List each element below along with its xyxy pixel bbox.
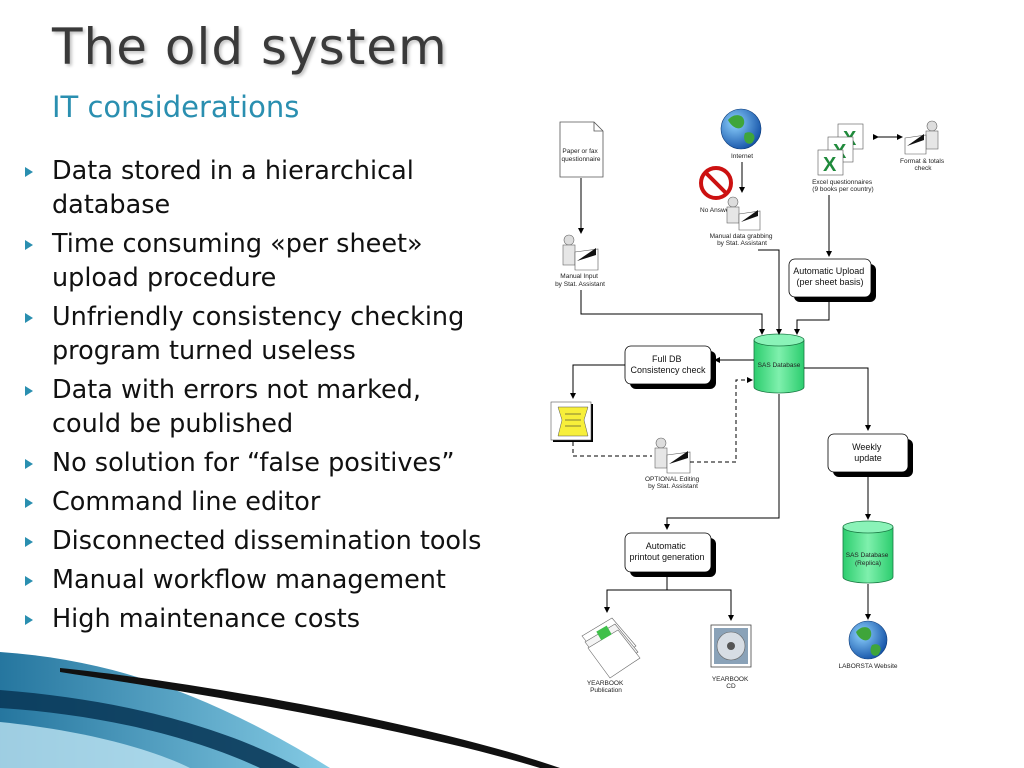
bullet-text: Unfriendly consistency checking bbox=[52, 302, 465, 332]
bullet-text: program turned useless bbox=[52, 336, 356, 366]
optional-editing-person-icon bbox=[654, 437, 691, 474]
optional-editing-label: OPTIONAL Editing by Stat. Assistant bbox=[645, 476, 701, 490]
bullet-item: No solution for “false positives” bbox=[20, 446, 540, 480]
automatic-upload-box bbox=[788, 258, 876, 302]
bullet-text: Disconnected dissemination tools bbox=[52, 526, 482, 556]
sas-replica-label: SAS Database (Replica) bbox=[846, 552, 890, 567]
slide-title: The old system bbox=[52, 18, 448, 76]
automatic-upload-label: Automatic Upload (per sheet basis) bbox=[793, 266, 867, 287]
bullet-text: Manual workflow management bbox=[52, 565, 446, 595]
yearbook-publication-label: YEARBOOK Publication bbox=[587, 680, 625, 694]
paper-questionnaire-label: Paper or fax questionnaire bbox=[561, 148, 600, 163]
automatic-printout-box bbox=[624, 532, 716, 577]
bullet-arrow-icon bbox=[25, 537, 33, 547]
manual-input-label: Manual Input by Stat. Assistant bbox=[555, 273, 605, 288]
format-totals-label: Format & totals check bbox=[900, 158, 946, 172]
bullet-text: High maintenance costs bbox=[52, 604, 361, 634]
sas-replica-cylinder bbox=[842, 520, 894, 584]
internet-label: Internet bbox=[731, 153, 753, 160]
manual-grabbing-label: Manual data grabbing by Stat. Assistant bbox=[710, 233, 775, 247]
excel-questionnaires-label: Excel questionnaires (9 books per countr… bbox=[812, 179, 874, 193]
bullet-arrow-icon bbox=[25, 240, 33, 250]
manual-input-person-icon bbox=[562, 234, 599, 271]
bullet-item: Disconnected dissemination tools bbox=[20, 524, 540, 558]
bullet-arrow-icon bbox=[25, 459, 33, 469]
paper-questionnaire-icon bbox=[559, 121, 604, 178]
sas-database-label: SAS Database bbox=[758, 362, 801, 369]
full-db-check-label: Full DB Consistency check bbox=[630, 354, 706, 375]
bullet-item: Data stored in a hierarchical database bbox=[20, 154, 540, 222]
bullet-item: Unfriendly consistency checking program t… bbox=[20, 300, 540, 368]
weekly-update-box bbox=[827, 433, 913, 477]
dashed-connectors bbox=[572, 377, 753, 463]
full-db-check-box bbox=[624, 345, 716, 389]
bullet-item: Manual workflow management bbox=[20, 563, 540, 597]
bullet-text: No solution for “false positives” bbox=[52, 448, 455, 478]
yearbook-cd-label: YEARBOOK CD bbox=[712, 676, 750, 690]
error-report-icon bbox=[550, 401, 593, 442]
bullet-arrow-icon bbox=[25, 576, 33, 586]
format-totals-person-icon bbox=[904, 120, 939, 155]
bullet-arrow-icon bbox=[25, 615, 33, 625]
laborsta-website-label: LABORSTA Website bbox=[838, 663, 897, 670]
bullet-arrow-icon bbox=[25, 386, 33, 396]
internet-globe-icon bbox=[720, 108, 762, 150]
bullet-arrow-icon bbox=[25, 313, 33, 323]
bullet-text: could be published bbox=[52, 409, 294, 439]
bullet-text: Data stored in a hierarchical bbox=[52, 156, 414, 186]
excel-questionnaires-icon: X X X bbox=[817, 123, 864, 176]
bullet-text: Time consuming «per sheet» bbox=[52, 229, 423, 259]
bullet-item: Command line editor bbox=[20, 485, 540, 519]
bullet-item: High maintenance costs bbox=[20, 602, 540, 636]
weekly-update-label: Weekly update bbox=[852, 442, 884, 463]
slide-subtitle: IT considerations bbox=[52, 90, 300, 124]
bullet-item: Data with errors not marked, could be pub… bbox=[20, 373, 540, 441]
bullet-item: Time consuming «per sheet» upload procedu… bbox=[20, 227, 540, 295]
connectors bbox=[570, 162, 871, 621]
bullet-text: upload procedure bbox=[52, 263, 277, 293]
yearbook-cd-icon bbox=[710, 624, 752, 668]
bullet-arrow-icon bbox=[25, 498, 33, 508]
bullet-text: database bbox=[52, 190, 171, 220]
laborsta-globe-icon bbox=[848, 620, 888, 660]
manual-grabbing-person-icon bbox=[726, 196, 761, 231]
forbidden-icon bbox=[699, 166, 733, 200]
bullet-text: Data with errors not marked, bbox=[52, 375, 421, 405]
svg-text:X: X bbox=[823, 154, 837, 176]
bullet-arrow-icon bbox=[25, 167, 33, 177]
yearbook-publication-icon bbox=[581, 617, 641, 679]
automatic-printout-label: Automatic printout generation bbox=[629, 541, 704, 562]
no-answer-label: No Answer bbox=[700, 207, 732, 214]
bullet-text: Command line editor bbox=[52, 487, 321, 517]
